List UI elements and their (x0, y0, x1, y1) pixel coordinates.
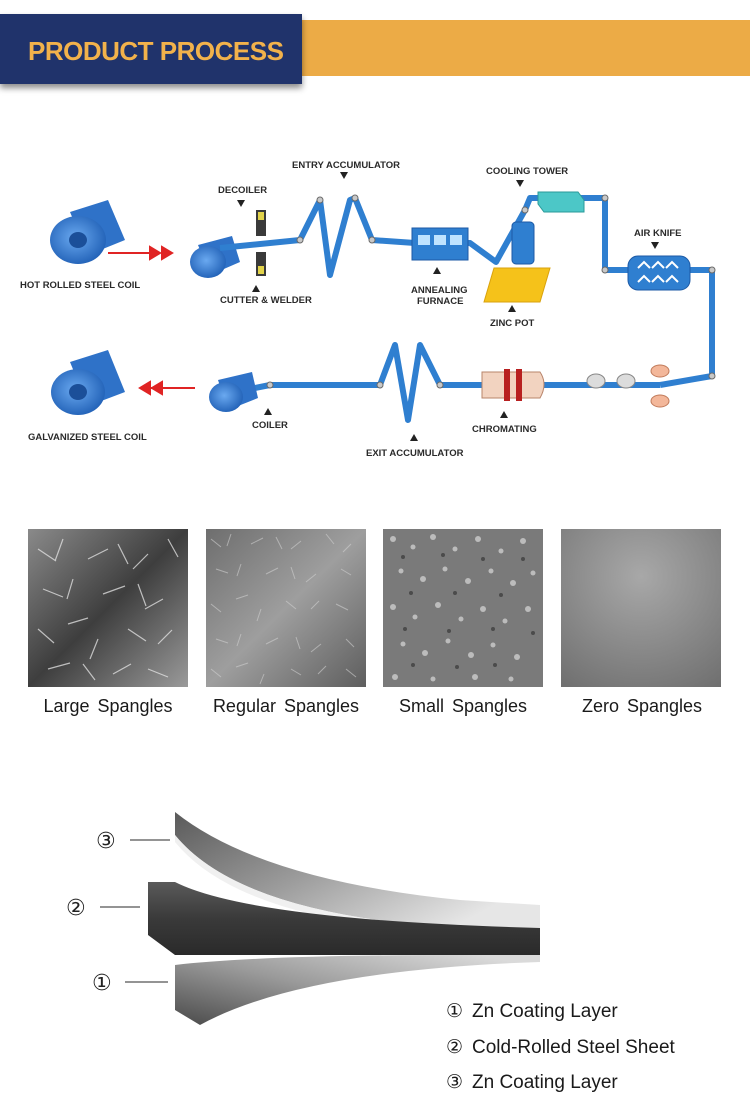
swatch-regular-spangles (206, 529, 366, 687)
label-exit-accumulator: EXIT ACCUMULATOR (366, 448, 464, 459)
label-coiler: COILER (252, 420, 288, 431)
legend-num: ③ (446, 1071, 472, 1094)
cooling-tower-icon (538, 192, 584, 212)
label-cutter: CUTTER & WELDER (220, 295, 312, 306)
pointer-icon (410, 434, 418, 441)
label-hot-rolled: HOT ROLLED STEEL COIL (20, 280, 140, 291)
decoiler-coil-icon (190, 236, 240, 278)
layer-diagram: ③ ② ① (0, 780, 750, 1115)
arrow-right-icon (108, 247, 172, 259)
marker-2: ② (66, 896, 86, 921)
label-zinc-pot: ZINC POT (490, 318, 535, 329)
legend-text: Zn Coating Layer (472, 1072, 618, 1093)
hot-rolled-coil-icon (50, 200, 125, 264)
pointer-icon (237, 200, 245, 207)
swatch-label-small: Small Spangles (373, 696, 553, 717)
marker-3: ③ (96, 829, 116, 854)
pointer-icon (264, 408, 272, 415)
swatch-label-regular: Regular Spangles (196, 696, 376, 717)
arrow-left-icon (140, 382, 195, 394)
label-chromating: CHROMATING (472, 424, 537, 435)
coiler-coil-icon (209, 372, 258, 412)
label-galvanized: GALVANIZED STEEL COIL (28, 432, 147, 443)
label-cooling-tower: COOLING TOWER (486, 166, 568, 177)
label-annealing-1: ANNEALING (411, 285, 467, 296)
pointer-icon (500, 411, 508, 418)
swatch-label-zero: Zero Spangles (552, 696, 732, 717)
swatch-small-spangles (383, 529, 543, 687)
swatch-large-spangles (28, 529, 188, 687)
header-box: PRODUCT PROCESS (0, 14, 302, 84)
label-decoiler: DECOILER (218, 185, 267, 196)
pointer-icon (508, 305, 516, 312)
pointer-icon (433, 267, 441, 274)
header-band (300, 20, 750, 76)
pointer-icon (651, 242, 659, 249)
label-entry-accumulator: ENTRY ACCUMULATOR (292, 160, 400, 171)
label-air-knife: AIR KNIFE (634, 228, 682, 239)
annealing-furnace-icon (412, 228, 468, 260)
marker-1: ① (92, 971, 112, 996)
legend-num: ① (446, 1000, 472, 1023)
label-annealing-2: FURNACE (417, 296, 463, 307)
legend-text: Cold-Rolled Steel Sheet (472, 1037, 675, 1058)
pointer-icon (252, 285, 260, 292)
galvanized-coil-icon (51, 350, 125, 415)
air-knife-icon (628, 256, 690, 290)
pointer-icon (516, 180, 524, 187)
chromating-icon (482, 369, 544, 401)
swatch-label-large: Large Spangles (18, 696, 198, 717)
legend-num: ② (446, 1036, 472, 1059)
legend-text: Zn Coating Layer (472, 1001, 618, 1022)
process-diagram: HOT ROLLED STEEL COIL DECOILER CUTTER & … (0, 140, 750, 470)
page-title: PRODUCT PROCESS (28, 36, 283, 67)
pointer-icon (340, 172, 348, 179)
swatch-zero-spangles (561, 529, 721, 687)
